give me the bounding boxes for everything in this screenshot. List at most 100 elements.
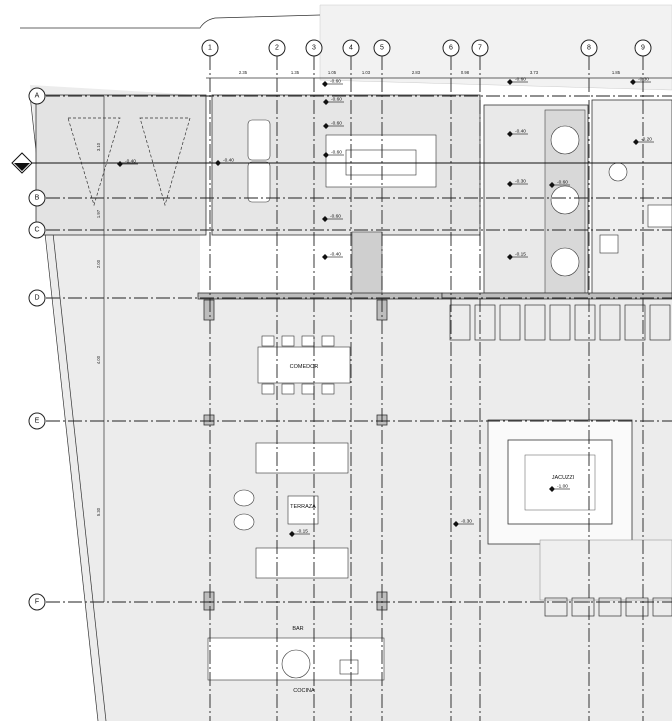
axis-bubble-v5: [373, 39, 391, 57]
axis-label-v3: 3: [312, 45, 316, 52]
level-marker-terraza: -0.15: [289, 529, 310, 537]
level-value: -0.30: [461, 519, 472, 525]
level-marker-l7: -0.60: [322, 214, 343, 222]
left-dimensions: 3.101.972.004.005.30: [96, 142, 101, 516]
dim-top: 2.35: [239, 70, 248, 75]
axis-bubble-v9: [634, 39, 652, 57]
level-marker-l1: -0.40: [117, 159, 138, 167]
level-marker-l3: -0.60: [322, 79, 343, 87]
level-marker-l6: -0.60: [323, 150, 344, 158]
building-block: [35, 94, 672, 296]
axis-bubble-v8: [580, 39, 598, 57]
axis-label-v1: 1: [208, 45, 212, 52]
axis-label-v9: 9: [641, 45, 645, 52]
chair: [321, 335, 335, 347]
level-marker-l11: -0.30: [507, 179, 528, 187]
level-value: -0.40: [223, 158, 234, 164]
deck-tile: [499, 304, 521, 341]
dim-top: 0.98: [461, 70, 470, 75]
axis-label-v6: 6: [449, 45, 453, 52]
dim-top: 2.83: [412, 70, 421, 75]
sofa-top: [255, 442, 349, 474]
chair: [281, 383, 295, 395]
top-vegetation: [319, 4, 672, 91]
axis-label-v5: 5: [380, 45, 384, 52]
level-value: -0.40: [125, 159, 136, 165]
axis-label-hB: B: [35, 195, 40, 202]
level-value: -0.60: [330, 79, 341, 85]
machine-unit: [345, 149, 417, 176]
level-marker-l14: -0.30: [453, 519, 474, 527]
toilet-fixture: [608, 162, 628, 182]
bath-block: [591, 99, 672, 296]
jacuzzi-basin: [507, 439, 613, 525]
level-value: -0.30: [515, 179, 526, 185]
level-markers: -0.15 -1.00 -0.40 -0.40 -0.60 -0.60 -0.60 -0.60…: [117, 77, 654, 537]
deck-tile: [524, 304, 546, 341]
dim-left: 3.10: [96, 142, 101, 151]
axis-bubble-hD: [28, 289, 46, 307]
chair: [321, 383, 335, 395]
level-value: -0.60: [515, 77, 526, 83]
deck-tile: [599, 304, 621, 341]
sink: [339, 659, 359, 675]
level-value: -0.60: [331, 150, 342, 156]
label-jacuzzi: JACUZZI: [552, 475, 575, 481]
dimension-lines: [103, 77, 672, 602]
level-marker-l4: -0.60: [323, 97, 344, 105]
axis-bubble-v7: [471, 39, 489, 57]
cooktop: [281, 649, 311, 679]
east-wall: [441, 292, 672, 300]
planter-circle-1: [550, 125, 580, 155]
garden-patch: [351, 231, 383, 295]
dim-left: 5.30: [96, 507, 101, 516]
level-value: -1.00: [557, 484, 568, 490]
level-marker-l10: -0.40: [507, 129, 528, 137]
level-marker-l5: -0.60: [323, 121, 344, 129]
armchair-1: [247, 119, 271, 161]
label-comedor: COMEDOR: [290, 364, 319, 370]
axis-bubble-hE: [28, 412, 46, 430]
sofa-bottom: [255, 547, 349, 579]
axis-label-hA: A: [35, 93, 40, 100]
deck-tile: [449, 304, 471, 341]
axis-label-hD: D: [34, 295, 39, 302]
dim-left: 1.97: [96, 209, 101, 218]
lounge-chair: [233, 513, 255, 531]
axis-bubble-hB: [28, 189, 46, 207]
level-marker-l2: -0.40: [215, 158, 236, 166]
axis-bubble-v3: [305, 39, 323, 57]
chair: [301, 335, 315, 347]
axis-bubble-v1: [201, 39, 219, 57]
furniture: [207, 335, 385, 681]
steps-area: [539, 539, 672, 601]
site-boundary: [20, 14, 321, 29]
axis-label-hC: C: [34, 227, 39, 234]
level-value: -0.40: [515, 129, 526, 135]
dim-top: 3.73: [530, 70, 539, 75]
planter-circle-3: [550, 247, 580, 277]
level-marker-l13: -0.60: [549, 180, 570, 188]
dim-left: 4.00: [96, 355, 101, 364]
axis-bubble-v4: [342, 39, 360, 57]
deck-tiles: [449, 304, 672, 617]
axis-label-hE: E: [35, 418, 40, 425]
level-value: -0.20: [641, 137, 652, 143]
level-marker-l8: -0.40: [322, 252, 343, 260]
chair: [301, 383, 315, 395]
axis-bubble-v2: [268, 39, 286, 57]
dining-table: [257, 346, 351, 384]
label-terraza: TERRAZA: [290, 504, 316, 510]
axis-label-v2: 2: [275, 45, 279, 52]
deck-tile: [574, 304, 596, 341]
level-value: -0.30: [638, 77, 649, 83]
level-value: -0.60: [331, 121, 342, 127]
planter-circle-2: [550, 185, 580, 215]
dim-top: 1.35: [291, 70, 300, 75]
section-marker: [11, 152, 672, 174]
jacuzzi-inner: [524, 454, 596, 511]
deck-tile: [474, 304, 496, 341]
